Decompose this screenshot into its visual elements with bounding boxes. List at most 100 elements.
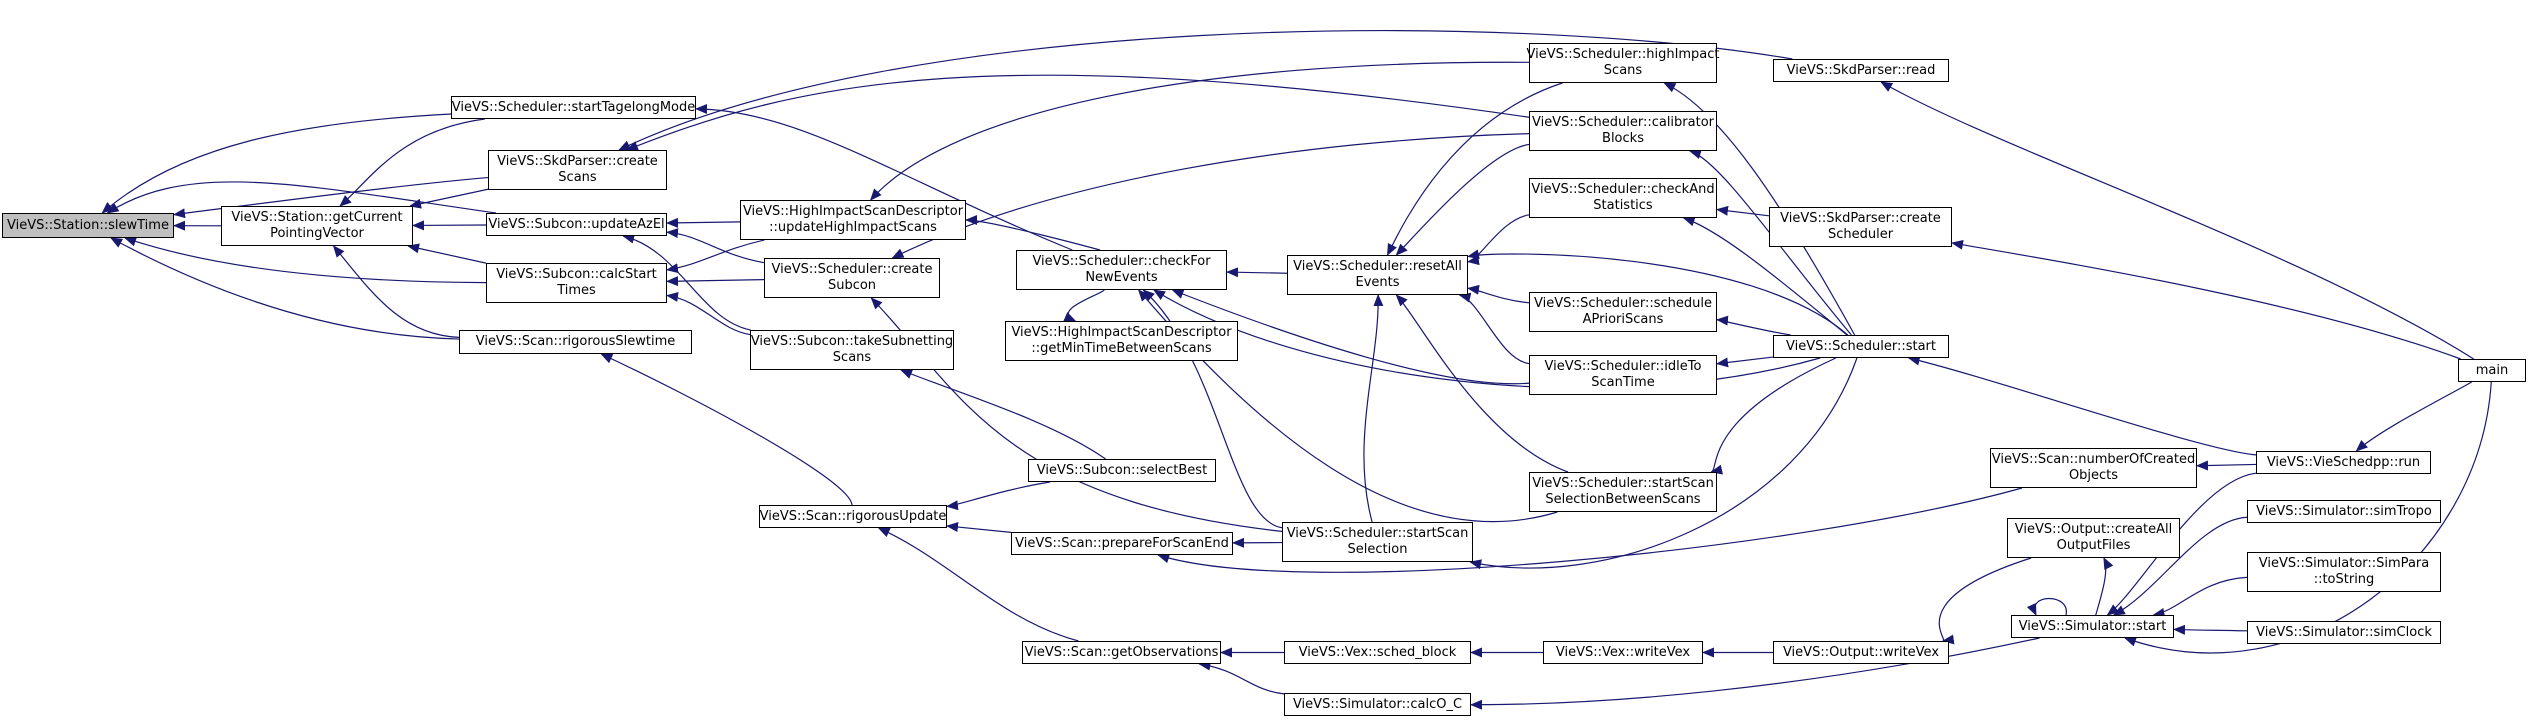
node-prepend[interactable]: VieVS::Scan::prepareForScanEnd [1011,532,1233,555]
node-label: VieVS::Scheduler::schedule [1534,296,1712,311]
node-label: VieVS::Scheduler::checkAnd [1531,182,1715,197]
node-rigupd[interactable]: VieVS::Scan::rigorousUpdate [759,505,947,528]
edge-schedap-to-resetall [1467,284,1530,304]
node-label: VieVS::Scan::rigorousSlewtime [475,334,676,349]
edge-schedstart-to-idleto [1716,356,1774,368]
node-label: VieVS::Subcon::updateAzEl [488,216,665,232]
node-starttag[interactable]: VieVS::Scheduler::startTagelongMode [451,96,696,119]
edge-takesub-to-calcstart [666,292,751,336]
edge-createsub-to-calcstart [666,276,765,287]
edge-startscansel-to-resetall [1363,294,1384,523]
node-label: main [2475,362,2509,378]
node-selbest[interactable]: VieVS::Subcon::selectBest [1028,459,1216,482]
node-simclock[interactable]: VieVS::Simulator::simClock [2247,621,2441,644]
edge-skdread-to-skdcreate [618,30,1793,151]
node-label: Scans [832,350,872,365]
node-label: ::updateHighImpactScans [769,220,937,235]
edge-checkstat-to-resetall [1467,214,1530,266]
node-label: ScanTime [1591,375,1655,390]
edge-rigslew-to-getcur [332,245,460,338]
node-label: VieVS::SkdParser::create [497,154,658,169]
node-label: Blocks [1602,131,1644,146]
edge-vierun-to-numcreated [2196,460,2257,471]
node-outvex[interactable]: VieVS::Output::writeVex [1773,641,1949,664]
edge-vierun-to-schedstart [1907,355,2257,456]
edge-main-to-skdcreatesched [1951,239,2461,360]
edge-checkfor-to-starttag [695,103,1073,251]
node-label: NewEvents [1085,270,1158,285]
edge-starttag-to-slew [101,113,452,214]
edge-calib-to-createsub [891,133,1530,259]
edge-selbest-to-rigupd [946,481,1051,511]
node-label: Objects [2068,468,2119,483]
edge-main-to-vierun [2355,381,2473,452]
node-schedblock[interactable]: VieVS::Vex::sched_block [1284,641,1471,664]
node-getobs[interactable]: VieVS::Scan::getObservations [1022,641,1221,664]
edge-schedstart-to-hiscans [1663,82,1856,336]
edge-startscanbw-to-resetall [1395,294,1569,473]
edge-simtropo-to-simstart [2112,516,2248,616]
edge-idleto-to-checkfor [1171,289,1530,385]
node-slew: VieVS::Station::slewTime [2,213,174,238]
node-writevex[interactable]: VieVS::Vex::writeVex [1543,641,1703,664]
node-label: VieVS::Station::slewTime [7,217,169,233]
edge-rigupd-to-rigslew [600,353,853,506]
node-label: VieVS::Vex::writeVex [1555,644,1691,660]
node-getmin[interactable]: VieVS::HighImpactScanDescriptor::getMinT… [1005,321,1238,361]
edge-calib-to-resetall [1395,143,1530,256]
edge-skdcreatesched-to-checkstat [1716,205,1770,217]
edge-takesub-to-updaz [622,233,751,331]
node-label: VieVS::Simulator::simTropo [2256,503,2432,519]
node-simtropo[interactable]: VieVS::Simulator::simTropo [2247,500,2441,523]
edge-rigslew-to-slew [110,237,460,340]
node-label: VieVS::Scheduler::start [1785,338,1936,354]
edge-getobs-to-rigupd [877,527,1079,642]
node-label: ::getMinTimeBetweenScans [1031,341,1212,356]
edge-selbest-to-takesub [900,369,1106,460]
node-schedstart[interactable]: VieVS::Scheduler::start [1773,335,1949,358]
edge-main-to-simstart [2124,381,2492,654]
edge-skdcreate-to-slew [173,176,489,219]
node-vierun[interactable]: VieVS::VieSchedpp::run [2256,451,2431,474]
call-edges [101,30,2492,710]
edge-calcstart-to-getcur [407,243,487,264]
node-label: VieVS::Simulator::simClock [2256,624,2432,640]
node-skdread[interactable]: VieVS::SkdParser::read [1773,59,1949,82]
edge-schedstart-to-startscansel [1469,357,1858,570]
edge-simstart-to-outall [2095,557,2114,616]
node-updaz[interactable]: VieVS::Subcon::updateAzEl [486,213,667,236]
node-simstart[interactable]: VieVS::Simulator::start [2011,615,2174,638]
node-label: VieVS::Scan::prepareForScanEnd [1015,535,1229,551]
node-label: VieVS::HighImpactScanDescriptor [1011,325,1232,340]
node-main[interactable]: main [2458,359,2526,382]
node-hiupdate[interactable]: VieVS::HighImpactScanDescriptor::updateH… [740,200,966,240]
node-calco[interactable]: VieVS::Simulator::calcO_C [1284,693,1471,716]
edge-skdcreate-to-getcur [409,188,489,209]
node-label: VieVS::SkdParser::read [1786,62,1936,78]
node-label: VieVS::Scheduler::startTagelongMode [451,99,696,115]
node-label: VieVS::Scan::numberOfCreated [1991,452,2196,467]
node-label: VieVS::Scan::rigorousUpdate [759,508,947,524]
node-label: Scans [1603,63,1643,78]
node-simpara[interactable]: VieVS::Simulator::SimPara::toString [2247,552,2441,592]
node-rigslew[interactable]: VieVS::Scan::rigorousSlewtime [459,330,692,354]
node-label: OutputFiles [2056,538,2131,553]
node-label: Times [557,283,596,298]
